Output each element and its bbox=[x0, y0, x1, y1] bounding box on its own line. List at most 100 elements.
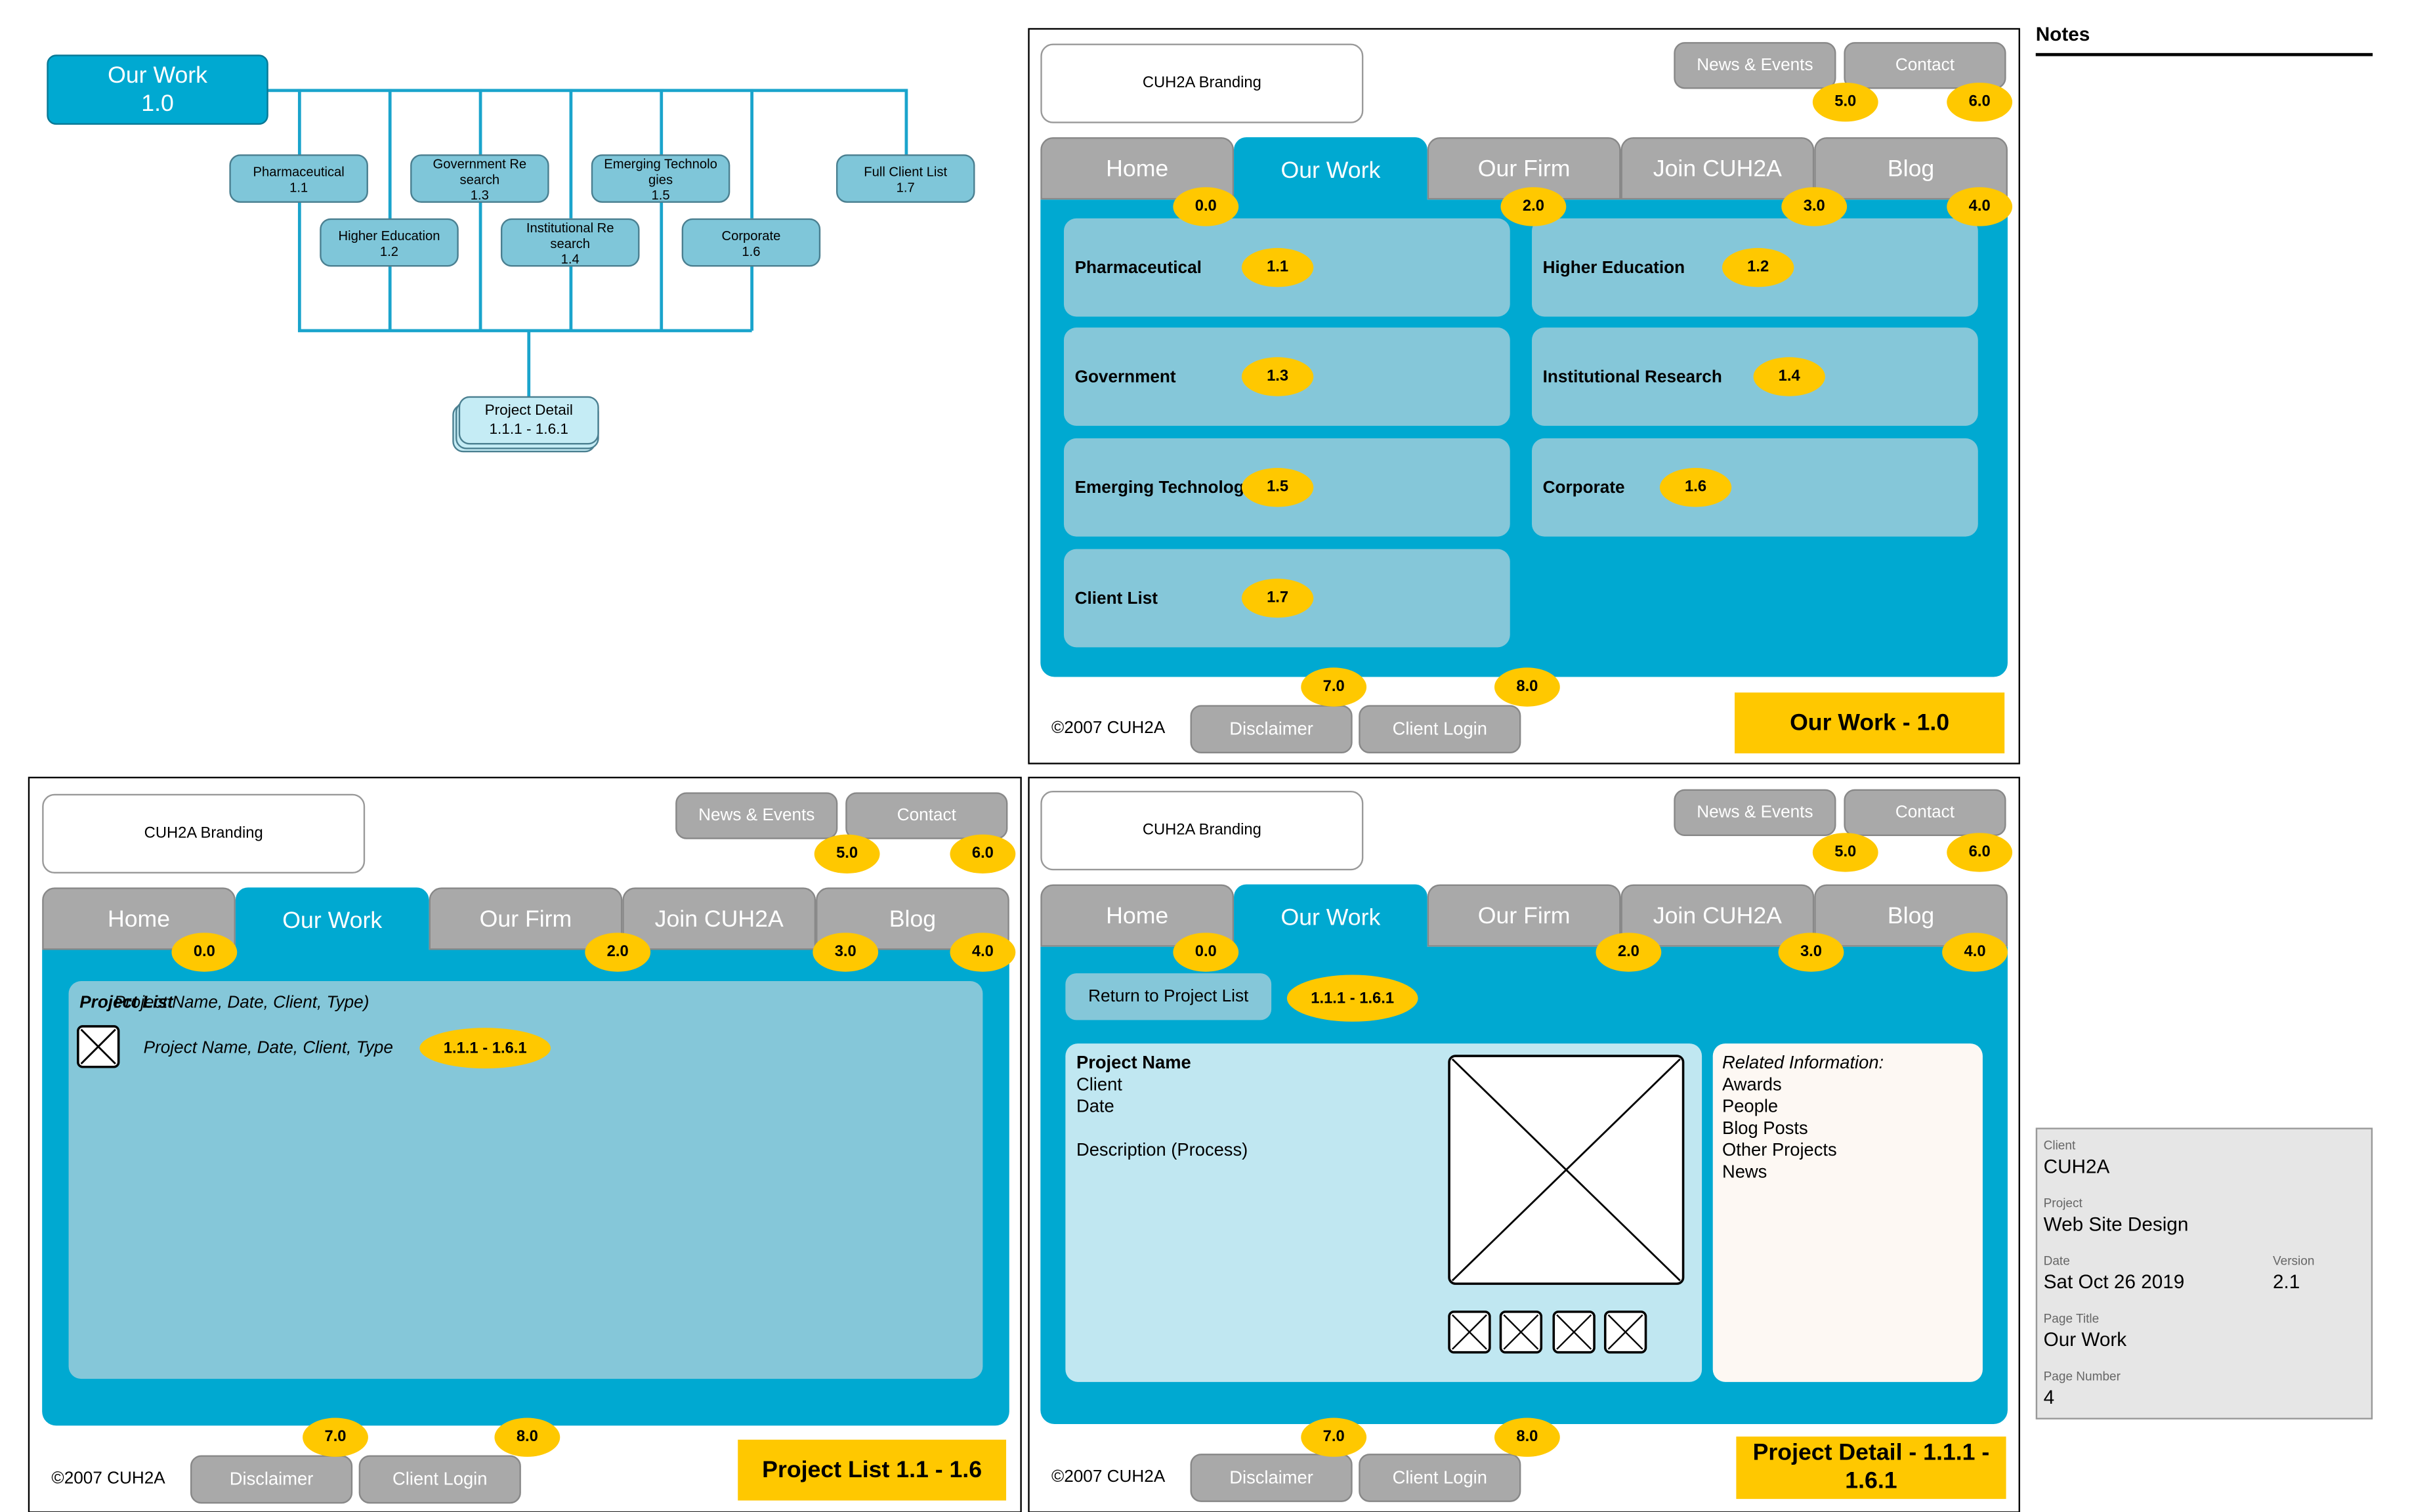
contact-button[interactable]: Contact bbox=[1844, 789, 2006, 836]
copyright: ©2007 CUH2A bbox=[51, 1469, 165, 1488]
related-news[interactable]: News bbox=[1722, 1164, 1767, 1183]
wireframe-project-detail: CUH2A Branding News & Events Contact Hom… bbox=[1028, 776, 2020, 1512]
flag-contact: 6.0 bbox=[950, 834, 1016, 874]
meta-page-number-label: Page Number bbox=[2043, 1369, 2121, 1384]
disclaimer-button[interactable]: Disclaimer bbox=[190, 1455, 353, 1504]
meta-version-label: Version bbox=[2272, 1253, 2315, 1269]
return-to-project-list-button[interactable]: Return to Project List bbox=[1065, 973, 1272, 1020]
project-client: Client bbox=[1076, 1076, 1122, 1095]
project-thumb-3[interactable] bbox=[1552, 1311, 1596, 1354]
copyright: ©2007 CUH2A bbox=[1051, 1467, 1166, 1487]
flag-project-row: 1.1.1 - 1.6.1 bbox=[419, 1028, 551, 1069]
sitemap-node-emerging: Emerging Technolo gies 1.5 bbox=[591, 154, 730, 203]
meta-page-number: 4 bbox=[2043, 1386, 2055, 1409]
meta-client: CUH2A bbox=[2043, 1156, 2110, 1178]
disclaimer-button[interactable]: Disclaimer bbox=[1190, 705, 1353, 753]
flag-disclaimer: 7.0 bbox=[303, 1418, 368, 1457]
news-events-button[interactable]: News & Events bbox=[1674, 42, 1836, 89]
flag-disclaimer: 7.0 bbox=[1301, 1418, 1367, 1457]
flag-news: 5.0 bbox=[1812, 833, 1878, 872]
client-login-button[interactable]: Client Login bbox=[1359, 705, 1521, 753]
meta-page-title: Our Work bbox=[2043, 1329, 2127, 1351]
flag-disclaimer: 7.0 bbox=[1301, 667, 1367, 707]
tab-our-firm[interactable]: Our Firm bbox=[1427, 884, 1621, 947]
flag-home: 0.0 bbox=[1173, 187, 1239, 226]
tab-home[interactable]: Home bbox=[1040, 137, 1235, 200]
project-thumbnail-placeholder bbox=[77, 1025, 120, 1068]
sitemap-node-institutional: Institutional Re search 1.4 bbox=[500, 218, 640, 267]
meta-date-label: Date bbox=[2043, 1253, 2070, 1269]
flag-1-3: 1.3 bbox=[1241, 357, 1314, 396]
notes-heading: Notes bbox=[2035, 23, 2090, 45]
page-title: Project Detail - 1.1.1 - 1.6.1 bbox=[1736, 1437, 2006, 1500]
tab-join[interactable]: Join CUH2A bbox=[1620, 137, 1815, 200]
flag-1-4: 1.4 bbox=[1753, 357, 1825, 396]
card-institutional-research[interactable]: Institutional Research bbox=[1532, 327, 1978, 426]
page-title: Project List 1.1 - 1.6 bbox=[738, 1439, 1007, 1501]
tab-our-work[interactable]: Our Work bbox=[235, 887, 429, 954]
related-panel bbox=[1712, 1043, 1983, 1382]
flag-1-7: 1.7 bbox=[1241, 578, 1314, 618]
flag-blog: 4.0 bbox=[1942, 933, 2008, 972]
flag-return: 1.1.1 - 1.6.1 bbox=[1286, 975, 1418, 1022]
sitemap-node-client-list: Full Client List 1.7 bbox=[835, 154, 975, 203]
news-events-button[interactable]: News & Events bbox=[1674, 789, 1836, 836]
project-date: Date bbox=[1076, 1098, 1114, 1117]
sitemap-node-corporate: Corporate 1.6 bbox=[681, 218, 821, 267]
related-other-projects[interactable]: Other Projects bbox=[1722, 1141, 1837, 1161]
project-thumb-1[interactable] bbox=[1448, 1311, 1492, 1354]
related-awards[interactable]: Awards bbox=[1722, 1076, 1782, 1095]
flag-join: 3.0 bbox=[1778, 933, 1844, 972]
flag-join: 3.0 bbox=[813, 933, 879, 972]
flag-1-2: 1.2 bbox=[1722, 247, 1794, 287]
tab-blog[interactable]: Blog bbox=[1814, 137, 2008, 200]
flag-home: 0.0 bbox=[171, 933, 238, 972]
tab-our-firm[interactable]: Our Firm bbox=[429, 887, 623, 950]
flag-news: 5.0 bbox=[1812, 82, 1878, 122]
related-title: Related Information: bbox=[1722, 1054, 1884, 1074]
flag-join: 3.0 bbox=[1781, 187, 1848, 226]
tab-join[interactable]: Join CUH2A bbox=[622, 887, 816, 950]
meta-date: Sat Oct 26 2019 bbox=[2043, 1271, 2185, 1293]
tab-blog[interactable]: Blog bbox=[1814, 884, 2008, 947]
flag-blog: 4.0 bbox=[950, 933, 1016, 972]
project-list-header-a: Project List bbox=[79, 994, 173, 1013]
client-login-button[interactable]: Client Login bbox=[1359, 1454, 1521, 1502]
sitemap-node-higher-education: Higher Education 1.2 bbox=[320, 218, 459, 267]
sitemap-node-government: Government Re search 1.3 bbox=[410, 154, 549, 203]
tab-join[interactable]: Join CUH2A bbox=[1620, 884, 1815, 947]
flag-our-firm: 2.0 bbox=[1596, 933, 1662, 972]
meta-version: 2.1 bbox=[2272, 1271, 2300, 1293]
contact-button[interactable]: Contact bbox=[845, 792, 1008, 839]
wireframe-our-work: CUH2A Branding News & Events Contact Hom… bbox=[1028, 28, 2020, 765]
related-blog-posts[interactable]: Blog Posts bbox=[1722, 1120, 1808, 1139]
related-people[interactable]: People bbox=[1722, 1098, 1779, 1117]
client-login-button[interactable]: Client Login bbox=[358, 1455, 521, 1504]
contact-button[interactable]: Contact bbox=[1844, 42, 2006, 89]
tab-our-work[interactable]: Our Work bbox=[1234, 137, 1427, 203]
flag-contact: 6.0 bbox=[1947, 82, 2013, 122]
notes-divider bbox=[2035, 52, 2373, 56]
project-list-row[interactable]: Project Name, Date, Client, Type bbox=[143, 1038, 393, 1058]
meta-project-label: Project bbox=[2043, 1196, 2082, 1211]
card-corporate[interactable]: Corporate bbox=[1532, 438, 1978, 537]
sitemap-node-pharmaceutical: Pharmaceutical 1.1 bbox=[229, 154, 368, 203]
project-name: Project Name bbox=[1076, 1054, 1191, 1074]
meta-project: Web Site Design bbox=[2043, 1213, 2189, 1236]
news-events-button[interactable]: News & Events bbox=[675, 792, 838, 839]
flag-client-login: 8.0 bbox=[1494, 667, 1560, 707]
disclaimer-button[interactable]: Disclaimer bbox=[1190, 1454, 1353, 1502]
branding: CUH2A Branding bbox=[42, 793, 366, 874]
copyright: ©2007 CUH2A bbox=[1051, 719, 1166, 738]
metadata-panel: Client CUH2A Project Web Site Design Dat… bbox=[2035, 1127, 2373, 1419]
flag-news: 5.0 bbox=[814, 834, 880, 874]
flag-client-login: 8.0 bbox=[1494, 1418, 1560, 1457]
project-thumb-4[interactable] bbox=[1603, 1311, 1647, 1354]
flag-1-5: 1.5 bbox=[1241, 468, 1314, 507]
meta-client-label: Client bbox=[2043, 1139, 2076, 1153]
project-thumb-2[interactable] bbox=[1499, 1311, 1543, 1354]
branding: CUH2A Branding bbox=[1040, 791, 1364, 871]
tab-our-work[interactable]: Our Work bbox=[1234, 884, 1427, 950]
project-list-header-b: Project Name, Date, Client, Type) bbox=[114, 994, 370, 1013]
flag-our-firm: 2.0 bbox=[585, 933, 651, 972]
